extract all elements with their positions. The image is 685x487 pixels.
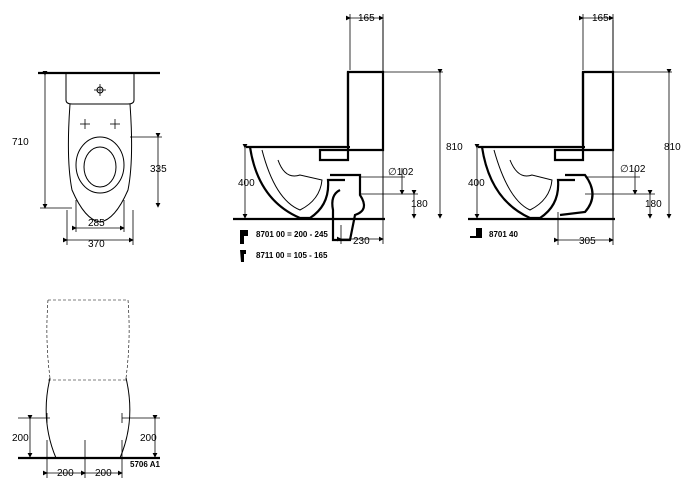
- fitting-code-8711-00: 8711 00 = 105 - 165: [256, 251, 328, 260]
- dim-diameter-a: ∅102: [388, 167, 414, 178]
- dim-165-b: 165: [592, 13, 609, 24]
- dim-200-right: 200: [95, 468, 112, 479]
- dim-200-left: 200: [57, 468, 74, 479]
- dim-400-a: 400: [238, 178, 255, 189]
- fitting-code-8701-40: 8701 40: [489, 230, 518, 239]
- front-view: 710 335 285 370: [12, 71, 167, 250]
- dim-200-right-height: 200: [140, 433, 157, 444]
- dim-400-b: 400: [468, 178, 485, 189]
- dim-710: 710: [12, 137, 29, 148]
- flush-button-icon: [94, 84, 106, 96]
- dim-305: 305: [579, 236, 596, 247]
- dim-370: 370: [88, 239, 105, 250]
- dim-180-a: 180: [411, 199, 428, 210]
- side-view-floor-outlet: 165 810 400 ∅102 180 305 8701 40: [468, 13, 681, 247]
- dim-diameter-b: ∅102: [620, 164, 646, 175]
- dim-230: 230: [353, 236, 370, 247]
- dim-810-b: 810: [664, 142, 681, 153]
- dim-810-a: 810: [446, 142, 463, 153]
- dim-180-b: 180: [645, 199, 662, 210]
- rear-view: 200 200 200 200 5706 A1: [12, 299, 161, 479]
- dim-335: 335: [150, 164, 167, 175]
- side-view-p-trap: 165 810 400 ∅102 180 230 8701 00 = 200 -…: [233, 13, 463, 262]
- p-trap-icon: [240, 230, 248, 244]
- model-code: 5706 A1: [130, 460, 161, 469]
- dim-165-a: 165: [358, 13, 375, 24]
- s-trap-icon: [240, 250, 246, 262]
- fitting-code-8701-00: 8701 00 = 200 - 245: [256, 230, 328, 239]
- dim-285: 285: [88, 218, 105, 229]
- floor-outlet-icon: [470, 228, 482, 238]
- dim-200-left-height: 200: [12, 433, 29, 444]
